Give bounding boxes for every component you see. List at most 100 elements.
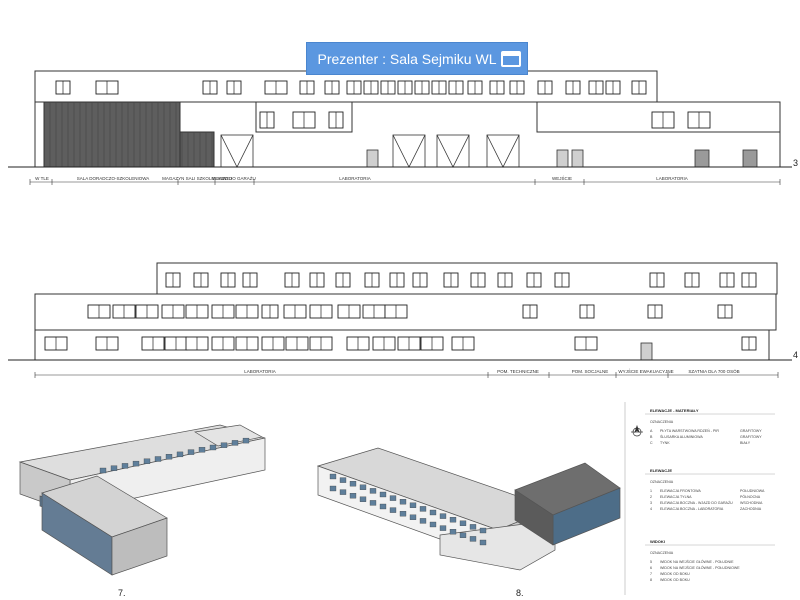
legend-sub-3: OZNACZENIA — [650, 551, 674, 555]
view-window — [469, 536, 477, 542]
elevation-1-cladding-lines — [49, 102, 213, 167]
view-window — [369, 500, 377, 506]
view-window — [409, 514, 417, 520]
legend-row-b-name: ŚLUSARKA ALUMINIOWA — [660, 434, 703, 439]
presenter-window-bar[interactable]: Prezenter : Sala Sejmiku WL — [306, 42, 528, 75]
north-arrow-icon — [631, 424, 643, 437]
legend-row-a-name: PŁYTA WARSTWOWA RDZEŃ - PIR — [660, 429, 719, 433]
legend-row-c-name: TYNK — [660, 441, 670, 445]
elev1-upper-block — [34, 70, 658, 103]
view-window — [369, 488, 377, 494]
view-window — [439, 513, 447, 519]
legend-row-c-code: C — [650, 441, 653, 445]
elevation-1-number: 3 — [793, 158, 798, 168]
elevation-1-windows — [55, 80, 711, 129]
view8-wing-side — [514, 489, 554, 546]
view-window — [479, 539, 487, 546]
view-window — [429, 521, 437, 528]
label-wyjscie: WYJŚCIE EWAKUACYJNE — [618, 367, 673, 374]
view7-wing-front — [111, 517, 168, 576]
label-lab-3: LABORATORIA — [244, 369, 276, 374]
view-window — [110, 465, 118, 471]
view-window — [359, 496, 367, 502]
view-8 — [316, 447, 621, 571]
legend-row-6-name: WIDOK NA WEJŚCIE GŁÓWNE - POŁUDNIOWE — [660, 565, 740, 570]
view-window — [379, 503, 387, 510]
door-a — [366, 149, 379, 168]
legend-row-2-code: 2 — [650, 495, 652, 499]
view-8-label: 8. — [516, 588, 524, 598]
view-window — [132, 460, 140, 467]
view-window — [99, 467, 107, 474]
legend-row-5-name: WIDOK NA WEJŚCIE GŁÓWNE - POŁUDNIE — [660, 559, 734, 564]
legend-row-8-name: WIDOK OD BOKU — [660, 578, 690, 582]
view-window — [469, 524, 477, 530]
legend-row-b-color: GRAFITOWY — [740, 435, 762, 439]
view-window — [329, 485, 337, 492]
view-window — [419, 518, 427, 524]
legend-row-3-dir: WSCHODNIA — [740, 501, 763, 505]
view-window — [231, 440, 239, 446]
evacuation-door — [640, 342, 653, 361]
garage-door-4 — [486, 134, 520, 168]
view-window — [198, 447, 206, 453]
legend-row-8-code: 8 — [650, 578, 652, 582]
view-window — [399, 511, 407, 517]
legend-row-a-code: A — [650, 429, 653, 433]
door-c — [571, 149, 584, 168]
view-window — [165, 454, 173, 460]
garage-door-1 — [220, 134, 254, 168]
legend-sub-1: OZNACZENIA — [650, 420, 674, 424]
garage-door-3 — [436, 134, 470, 168]
legend-row-3-name: ELEWACJA BOCZNA - WJAZD DO GARAŻU — [660, 500, 733, 505]
view-window — [389, 507, 397, 513]
view-window — [143, 458, 151, 464]
view-window — [439, 525, 447, 531]
elevation-2-windows — [44, 272, 757, 351]
view-window — [329, 473, 337, 480]
legend-row-4-name: ELEWACJA BOCZNA - LABORATORIA — [660, 507, 724, 511]
view7-upper-box — [194, 424, 264, 447]
elev1-cladding-hall — [43, 101, 181, 168]
window-icon[interactable] — [501, 50, 521, 67]
view-window — [409, 502, 417, 508]
label-sala: SALA DORADCZO-SZKOLENIOWA — [77, 176, 150, 181]
view-window — [379, 491, 387, 498]
legend-sub-2: OZNACZENIA — [650, 480, 674, 484]
legend-row-7-name: WIDOK OD BOKU — [660, 572, 690, 576]
legend-title-1: ELEWACJE - MATERIAŁY — [650, 408, 699, 413]
legend-row-5-code: 5 — [650, 560, 652, 564]
legend-row-b-code: B — [650, 435, 653, 439]
view-7 — [18, 424, 266, 576]
door-b — [556, 149, 569, 168]
label-pom-socj: POM. SOCJALNE — [572, 369, 609, 374]
label-magazyn: MAGAZYN SALI SZKOLENIOWEJ — [162, 176, 232, 181]
view-window — [176, 451, 184, 458]
elevation-2-labels: LABORATORIA POM. TECHNICZNE POM. SOCJALN… — [244, 350, 798, 374]
view-8-windows — [329, 473, 487, 546]
legend-row-4-code: 4 — [650, 507, 652, 511]
view-window — [339, 489, 347, 495]
view-7-label: 7. — [118, 588, 126, 598]
view-window — [479, 527, 487, 534]
view-window — [419, 506, 427, 512]
view-window — [242, 437, 250, 444]
legend-panel: ELEWACJE - MATERIAŁY OZNACZENIA A PŁYTA … — [624, 402, 775, 595]
legend-row-4-dir: ZACHODNIA — [740, 507, 762, 511]
view-window — [349, 481, 357, 487]
door-e — [742, 149, 758, 168]
label-pom-tech: POM. TECHNICZNE — [497, 369, 539, 374]
legend-row-7-code: 7 — [650, 572, 652, 576]
legend-row-6-code: 6 — [650, 566, 652, 570]
view-window — [339, 477, 347, 483]
view-window — [429, 509, 437, 516]
view-window — [389, 495, 397, 501]
view-window — [449, 529, 457, 535]
view-window — [209, 444, 217, 451]
view-window — [187, 449, 195, 455]
legend-row-2-dir: PÓŁNOCNA — [740, 494, 761, 499]
label-lab-2: LABORATORIA — [656, 176, 688, 181]
legend-row-3-code: 3 — [650, 501, 652, 505]
legend-title-3: WIDOKI — [650, 539, 665, 544]
